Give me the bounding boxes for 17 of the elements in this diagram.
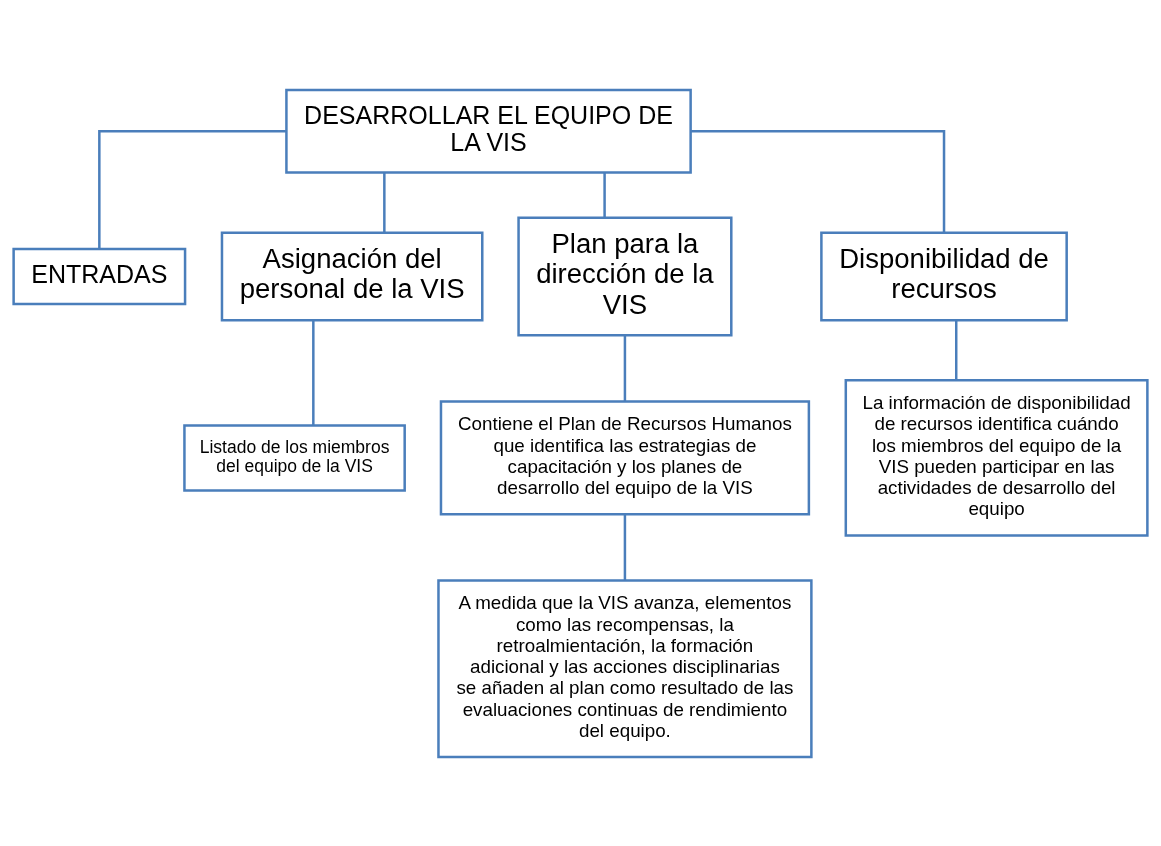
node-box: La información de disponibilidad de recursos identifica cuándo los miembros del equipo de la VIS pueden participar en las actividades de desarrollo del equipo	[844, 378, 1149, 537]
node-box: Listado de los miembros del equipo de la VIS	[183, 423, 406, 492]
node-box: Asignación del personal de la VIS	[220, 230, 484, 321]
node-box: A medida que la VIS avanza, elementos como las recompensas, la retroalmientación, la formación adicional y las acciones disciplinarias se añaden al plan como resultado de las evaluaciones continuas de rendimiento del equipo.	[437, 578, 813, 758]
node-box: Disponibilidad de recursos	[820, 230, 1068, 321]
connector	[603, 172, 606, 218]
connector	[690, 129, 946, 232]
connector	[623, 513, 627, 580]
connector	[312, 319, 315, 425]
node-box: DESARROLLAR EL EQUIPO DE LA VIS	[285, 88, 692, 174]
node-box: Contiene el Plan de Recursos Humanos que identifica las estrategias de capacitación y los planes de desarrollo del equipo de la VIS	[439, 399, 811, 515]
connector	[98, 129, 286, 249]
node-box: Plan para la dirección de la VIS	[517, 215, 733, 337]
connector	[383, 172, 386, 232]
connector	[955, 319, 958, 380]
node-box: ENTRADAS	[12, 247, 187, 305]
connector	[623, 334, 627, 401]
